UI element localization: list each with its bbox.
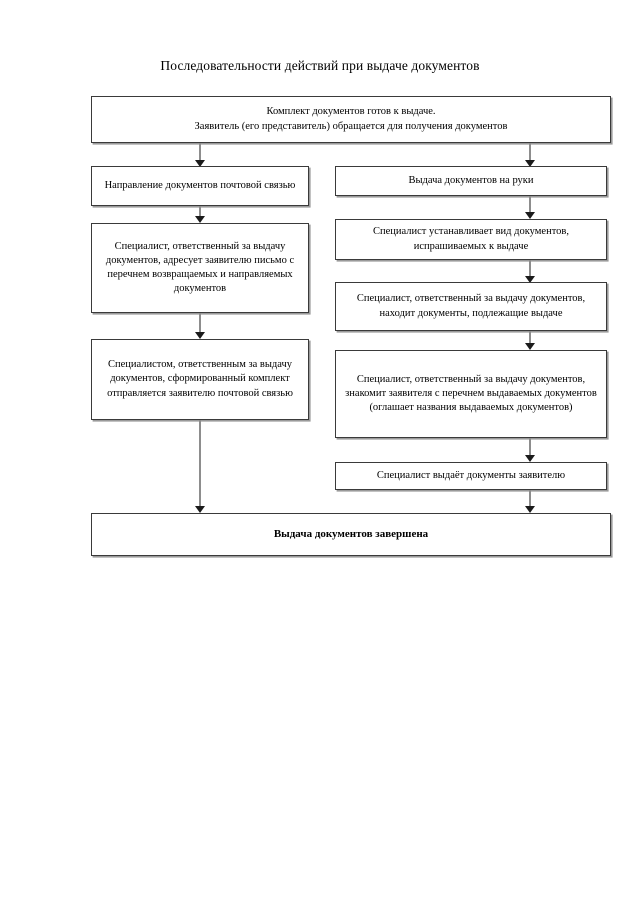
flow-node-right-2-label: Специалист устанавливает вид документов,…: [372, 226, 569, 252]
flow-node-right-3: Специалист, ответственный за выдачу доку…: [335, 282, 607, 331]
connector-start-to-right-1: [529, 143, 531, 163]
flow-node-left-3: Специалистом, ответственным за выдачу до…: [91, 339, 309, 420]
arrowhead-right-3-to-right-4: [525, 343, 535, 350]
connector-start-to-left-1: [199, 143, 201, 163]
connector-left-2-to-left-3: [199, 313, 201, 335]
connector-right-4-to-right-5: [529, 438, 531, 460]
flow-node-right-4-label: Специалист, ответственный за выдачу доку…: [345, 373, 597, 414]
flow-node-left-1: Направление документов почтовой связью: [91, 166, 309, 206]
flow-node-right-1-label: Выдача документов на руки: [408, 174, 534, 186]
flow-node-start: Комплект документов готов к выдаче. Заяв…: [91, 96, 611, 143]
flow-node-left-2-label: Специалист, ответственный за выдачу доку…: [105, 240, 295, 295]
arrowhead-left-2-to-left-3: [195, 332, 205, 339]
flow-node-right-2: Специалист устанавливает вид документов,…: [335, 219, 607, 260]
arrowhead-right-2-to-right-3: [525, 276, 535, 283]
flow-node-left-3-label: Специалистом, ответственным за выдачу до…: [107, 359, 293, 399]
arrowhead-start-to-right-1: [525, 160, 535, 167]
arrowhead-left-3-to-end: [195, 506, 205, 513]
arrowhead-start-to-left-1: [195, 160, 205, 167]
flow-node-start-label: Комплект документов готов к выдаче. Заяв…: [194, 106, 508, 132]
flow-node-end: Выдача документов завершена: [91, 513, 611, 556]
arrowhead-right-1-to-right-2: [525, 212, 535, 219]
flow-node-end-label: Выдача документов завершена: [273, 528, 429, 541]
connector-right-1-to-right-2: [529, 196, 531, 215]
arrowhead-right-5-to-end: [525, 506, 535, 513]
arrowhead-right-4-to-right-5: [525, 455, 535, 462]
connector-left-1-to-left-2: [199, 206, 201, 219]
flow-node-right-5-label: Специалист выдаёт документы заявителю: [376, 469, 566, 481]
connector-left-3-to-end: [199, 420, 201, 510]
flow-node-right-3-label: Специалист, ответственный за выдачу доку…: [356, 293, 586, 319]
connector-right-2-to-right-3: [529, 260, 531, 280]
flow-node-right-5: Специалист выдаёт документы заявителю: [335, 462, 607, 490]
flow-node-right-1: Выдача документов на руки: [335, 166, 607, 196]
flow-node-left-1-label: Направление документов почтовой связью: [104, 179, 296, 191]
flow-node-left-2: Специалист, ответственный за выдачу доку…: [91, 223, 309, 313]
connector-right-5-to-end: [529, 490, 531, 510]
page-title: Последовательности действий при выдаче д…: [160, 58, 480, 73]
flow-node-right-4: Специалист, ответственный за выдачу доку…: [335, 350, 607, 438]
connector-right-3-to-right-4: [529, 331, 531, 347]
arrowhead-left-1-to-left-2: [195, 216, 205, 223]
